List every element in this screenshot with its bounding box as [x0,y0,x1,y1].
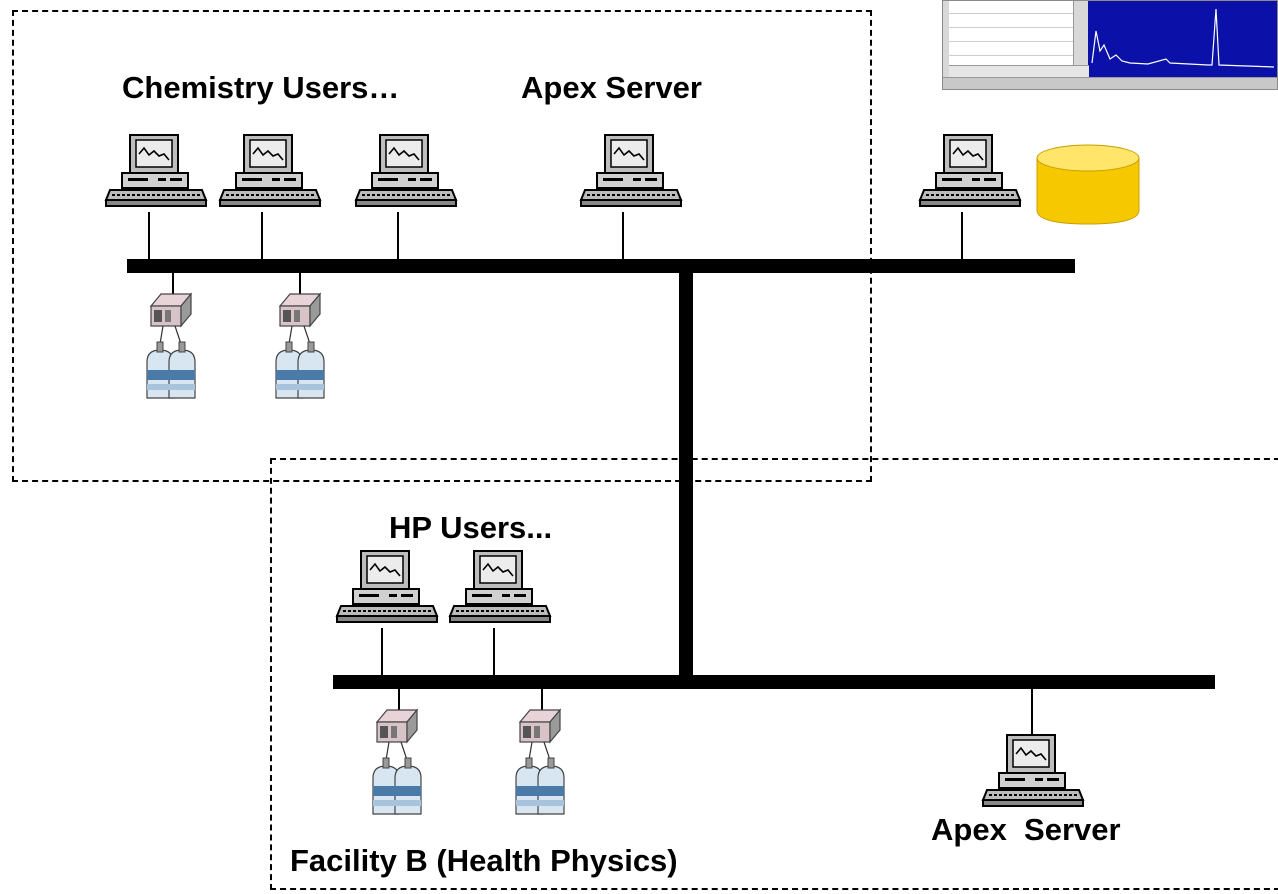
network-bus-bottom [333,675,1215,689]
spectrum-window-thumbnail [942,0,1278,90]
label-facility-b: Facility B (Health Physics) [290,843,678,878]
computer-workstation-icon [577,134,685,214]
label-apex-server-bottom: Apex Server [931,812,1121,847]
computer-workstation-icon [352,134,460,214]
detector-instrument-icon [272,290,328,402]
computer-workstation-icon [102,134,210,214]
detector-instrument-icon [512,706,568,818]
label-chemistry-users: Chemistry Users… [122,70,400,105]
drop-line [493,628,495,676]
drop-line [299,272,301,298]
drop-line [148,212,150,260]
drop-line [172,272,174,298]
database-cylinder-icon [1036,144,1140,225]
spectrum-plot [1088,1,1277,79]
computer-workstation-icon [916,134,1024,214]
status-bar [943,77,1277,89]
drop-line [1031,688,1033,734]
drop-line [398,688,400,714]
drop-line [622,212,624,260]
network-backbone [679,266,693,680]
label-apex-server-top: Apex Server [521,70,702,105]
network-bus-top [127,259,1075,273]
computer-workstation-icon [216,134,324,214]
label-hp-users: HP Users... [389,510,553,545]
drop-line [541,688,543,714]
detector-instrument-icon [369,706,425,818]
detector-instrument-icon [143,290,199,402]
data-grid-pane [949,1,1074,65]
computer-workstation-icon [979,734,1087,814]
chemistry-zone-boundary [12,10,872,482]
drop-line [397,212,399,260]
drop-line [261,212,263,260]
drop-line [961,212,963,260]
facility-b-zone-boundary [270,458,1278,890]
scrollbar [949,65,1089,78]
computer-workstation-icon [446,550,554,630]
computer-workstation-icon [333,550,441,630]
drop-line [381,628,383,676]
